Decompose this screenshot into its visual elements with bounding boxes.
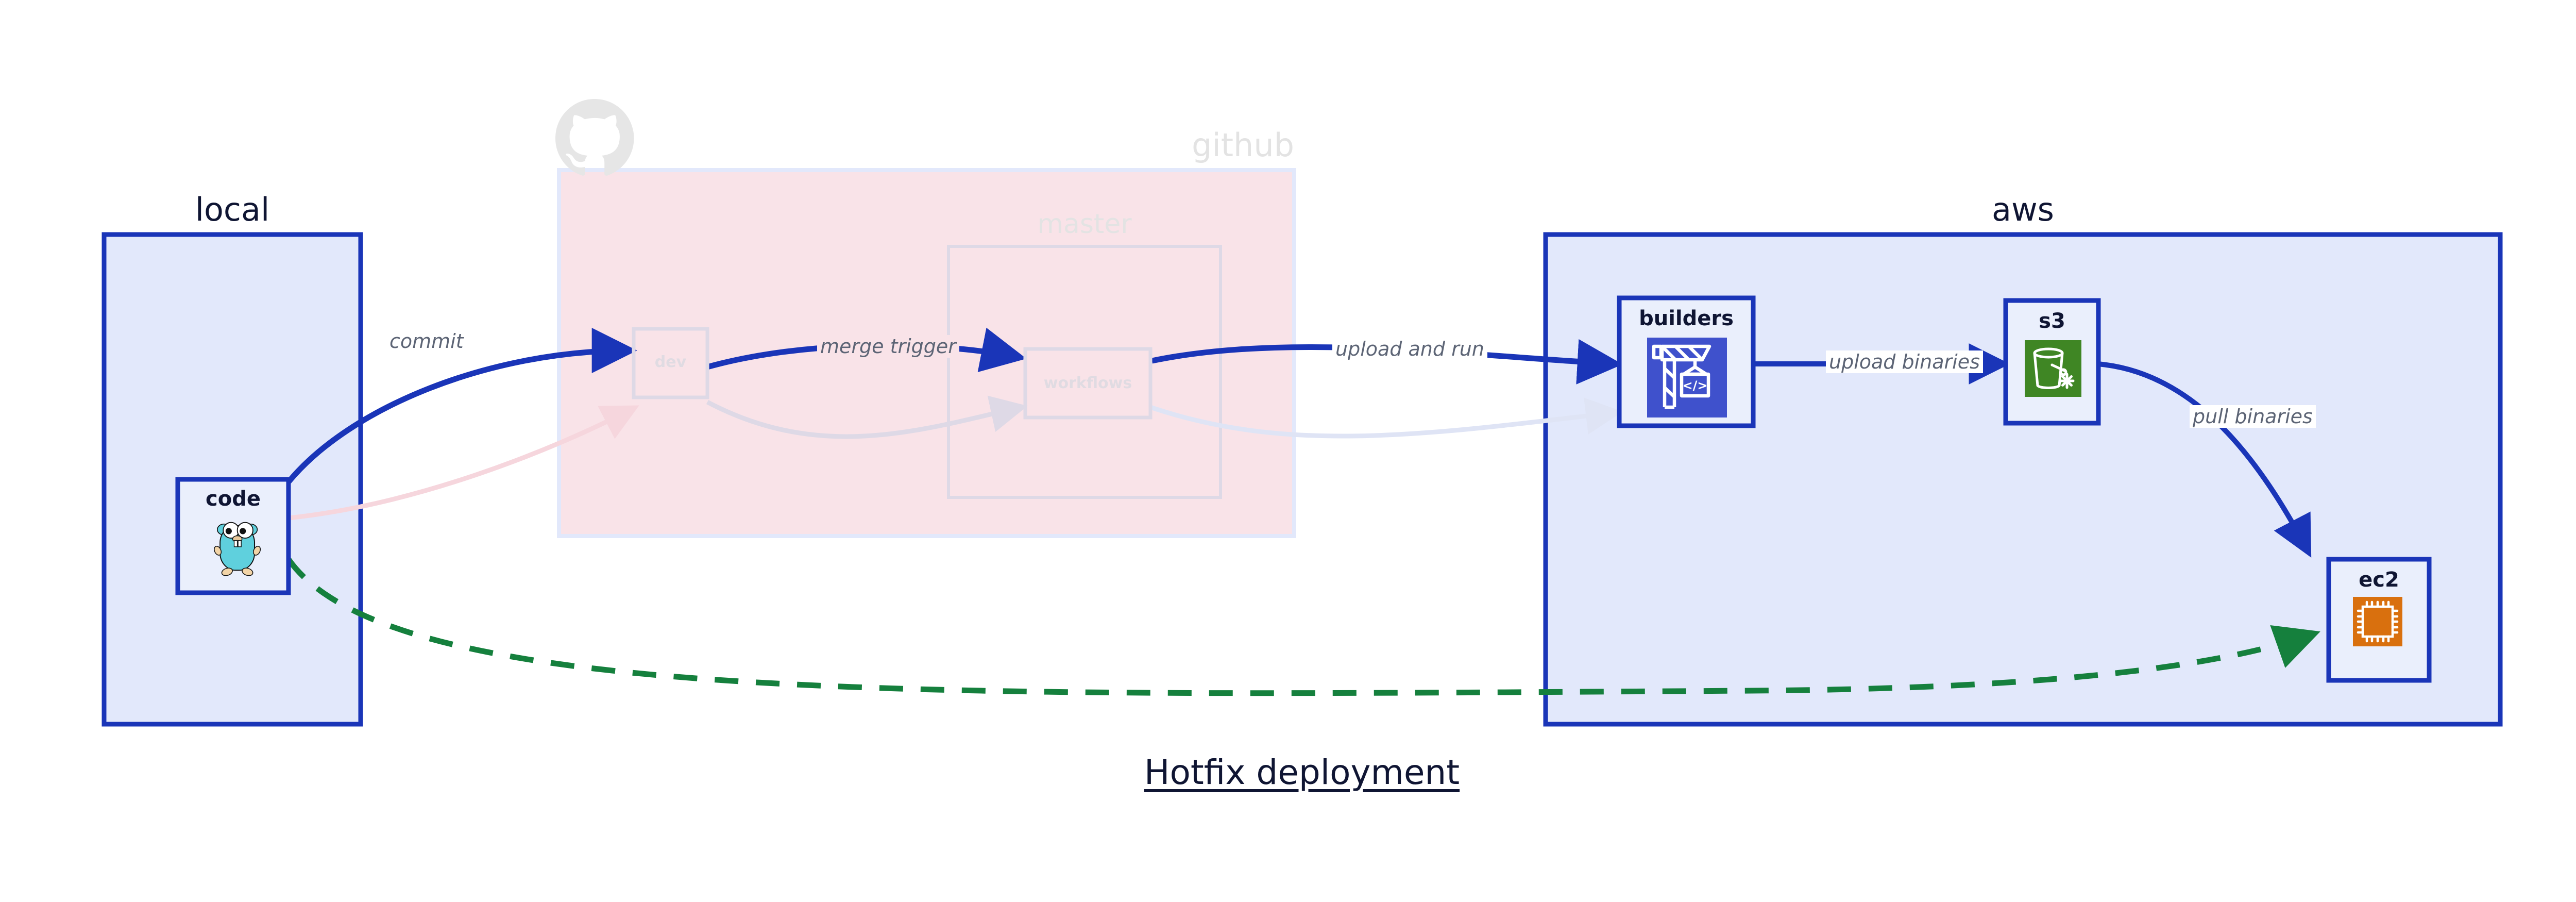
node-box-dev[interactable]: [632, 327, 709, 399]
edge-label-commit: commit: [386, 330, 467, 353]
zone-label-aws: aws: [1991, 191, 2054, 228]
node-label-workflows: workflows: [1043, 374, 1132, 392]
edge-label-upload-binaries: upload binaries: [1826, 350, 1983, 373]
node-label-builders: builders: [1639, 307, 1734, 330]
cpu-chip-icon: [2353, 597, 2402, 646]
s3-bucket-icon: [2025, 340, 2081, 397]
zone-label-github: github: [1192, 126, 1294, 164]
edge-commit: [286, 328, 637, 484]
edge-label-merge-trigger: merge trigger: [817, 335, 959, 358]
node-box-workflows[interactable]: [1023, 347, 1153, 420]
node-label-code: code: [206, 487, 261, 511]
node-label-s3: s3: [2039, 309, 2065, 333]
page-title-text: Hotfix deployment: [1144, 753, 1460, 792]
zone-label-local: local: [195, 191, 270, 228]
page-title: Hotfix deployment: [0, 753, 2576, 792]
node-label-ec2: ec2: [2359, 568, 2399, 592]
edge-code-dev-faded: [288, 405, 639, 521]
edge-hotfix-direct: [286, 557, 2320, 696]
edge-label-pull-binaries: pull binaries: [2190, 405, 2316, 428]
node-label-dev: dev: [654, 353, 687, 371]
edge-workflows-builders-faded: [1149, 397, 1623, 439]
edge-dev-workflows-faded: [706, 395, 1028, 439]
edge-label-upload-and-run: upload and run: [1332, 338, 1487, 360]
subzone-master: [947, 245, 1222, 499]
crane-code-icon: </>: [1647, 338, 1727, 417]
svg-text:</>: </>: [1683, 378, 1708, 393]
go-gopher-icon: [214, 522, 261, 576]
subzone-label-master: master: [1037, 209, 1132, 240]
github-octocat-icon: [555, 99, 634, 176]
